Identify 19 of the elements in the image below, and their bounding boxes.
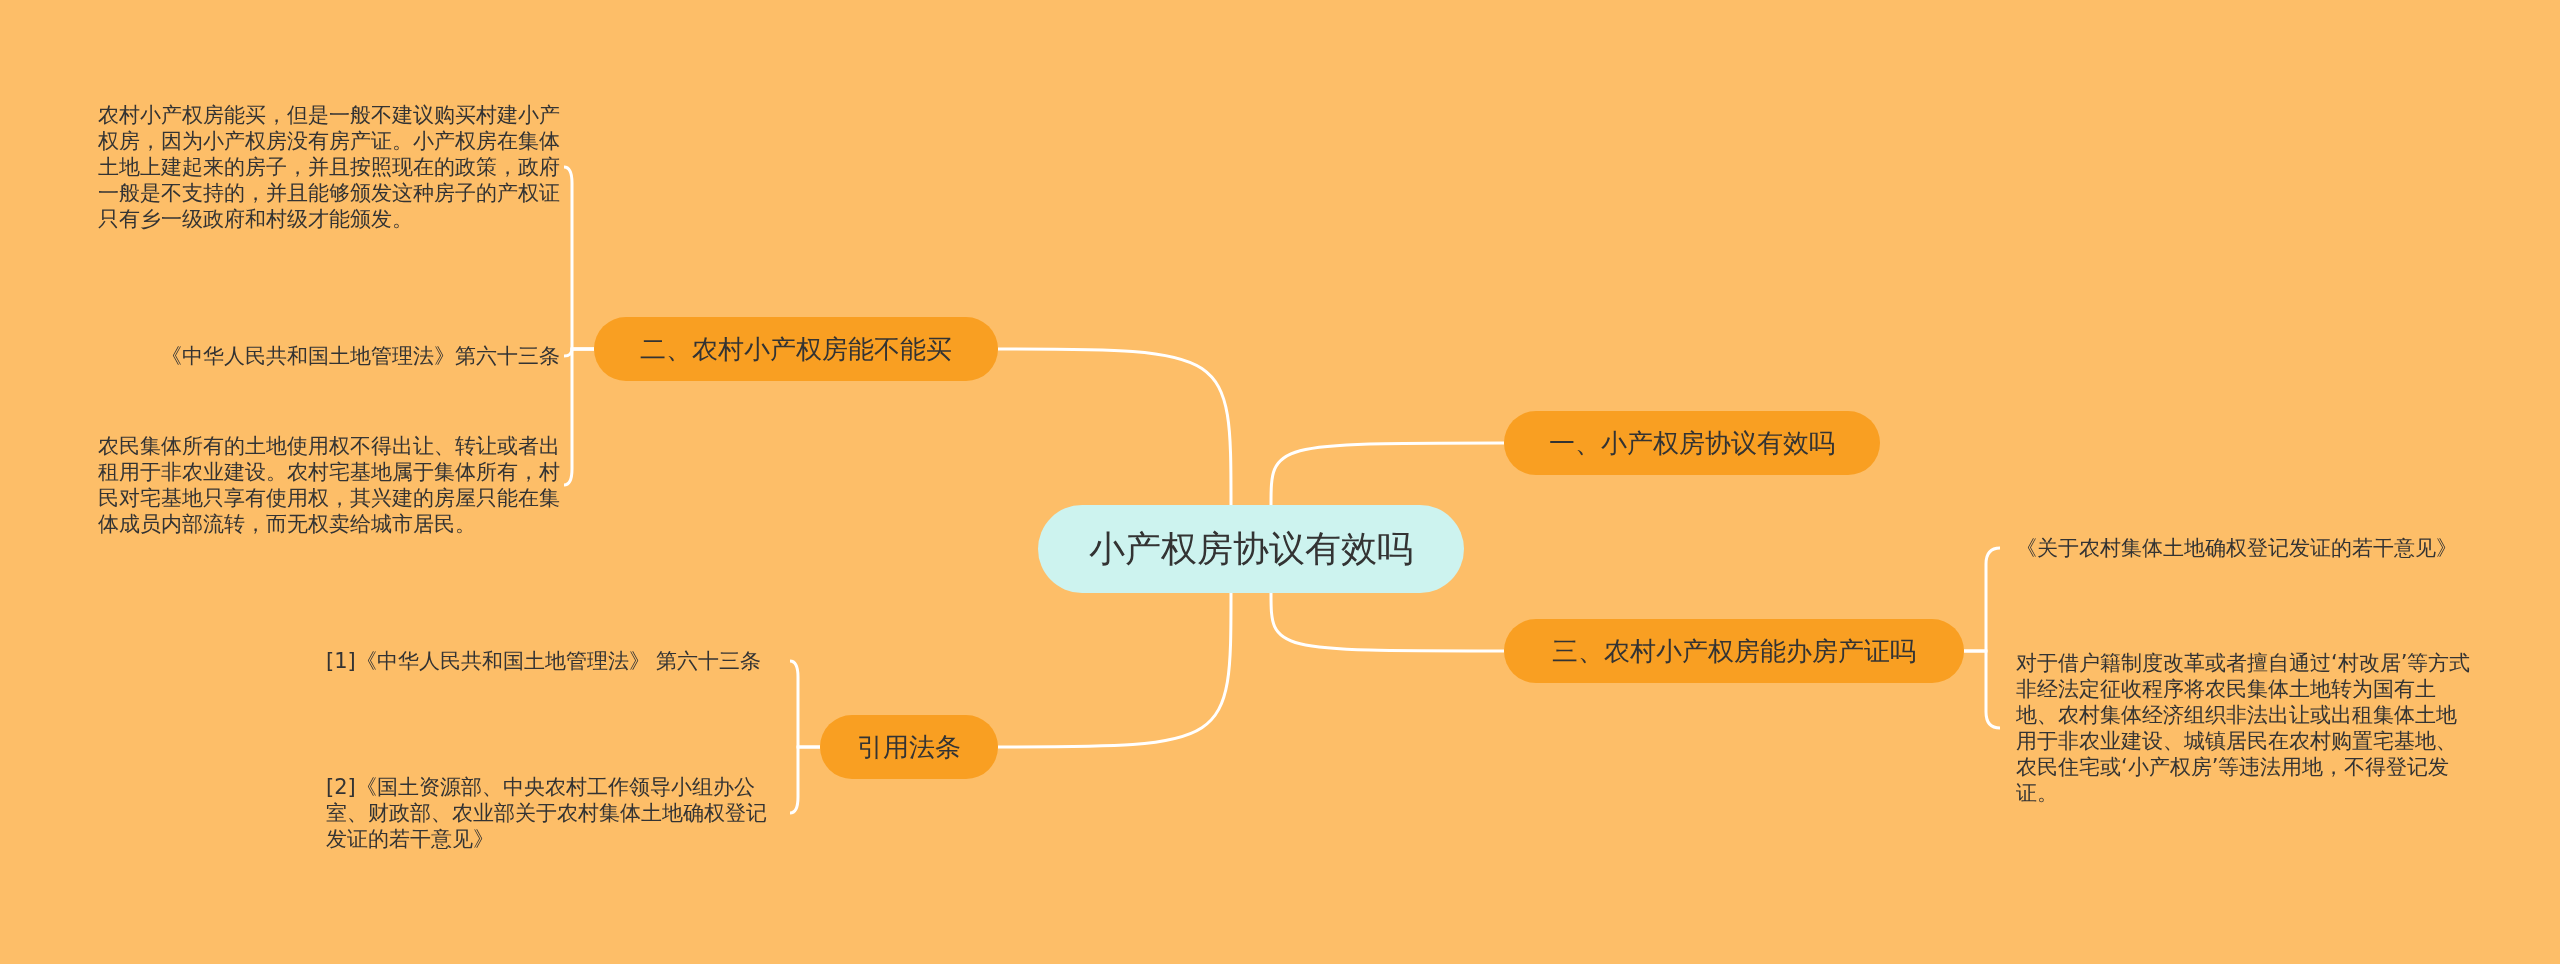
note-text: 农村小产权房能买，但是一般不建议购买村建小产权房，因为小产权房没有房产证。小产权房在集体土地上建起来的房子，并且按照现在的政策，政府一般是不支持的，并且能够颁发这种房子的产权证只有乡一级政府和村级才能颁发。 [98,102,560,232]
central-topic: 小产权房协议有效吗 [1038,505,1464,593]
connector-line [998,347,1233,505]
topic-pill: 二、农村小产权房能不能买 [594,317,998,381]
note-text: 对于借户籍制度改革或者擅自通过‘村改居’等方式非经法定征收程序将农民集体土地转为国有土地、农村集体经济组织非法出让或出租集体土地用于非农业建设、城镇居民在农村购置宅基地、农民住宅或‘小产权房’等违法用地，不得登记发证。 [2016,650,2476,806]
topic-pill: 引用法条 [820,715,998,779]
connector-line [789,745,820,815]
topic-pill: 三、农村小产权房能办房产证吗 [1504,619,1964,683]
topic-pill: 一、小产权房协议有效吗 [1504,411,1880,475]
connector-line [563,347,594,487]
connector-line [1269,593,1504,653]
note-text: [2]《国土资源部、中央农村工作领导小组办公室、财政部、农业部关于农村集体土地确权登记发证的若干意见》 [326,774,786,852]
note-text: 农民集体所有的土地使用权不得出让、转让或者出租用于非农业建设。农村宅基地属于集体所有，村民对宅基地只享有使用权，其兴建的房屋只能在集体成员内部流转，而无权卖给城市居民。 [98,433,560,537]
note-text: 《关于农村集体土地确权登记发证的若干意见》 [2016,535,2476,561]
connector-line [1964,649,2001,730]
connector-line [998,593,1233,749]
note-text: [1]《中华人民共和国土地管理法》 第六十三条 [326,648,786,674]
note-text: 《中华人民共和国土地管理法》第六十三条 [161,343,560,369]
connector-line [1269,441,1504,505]
